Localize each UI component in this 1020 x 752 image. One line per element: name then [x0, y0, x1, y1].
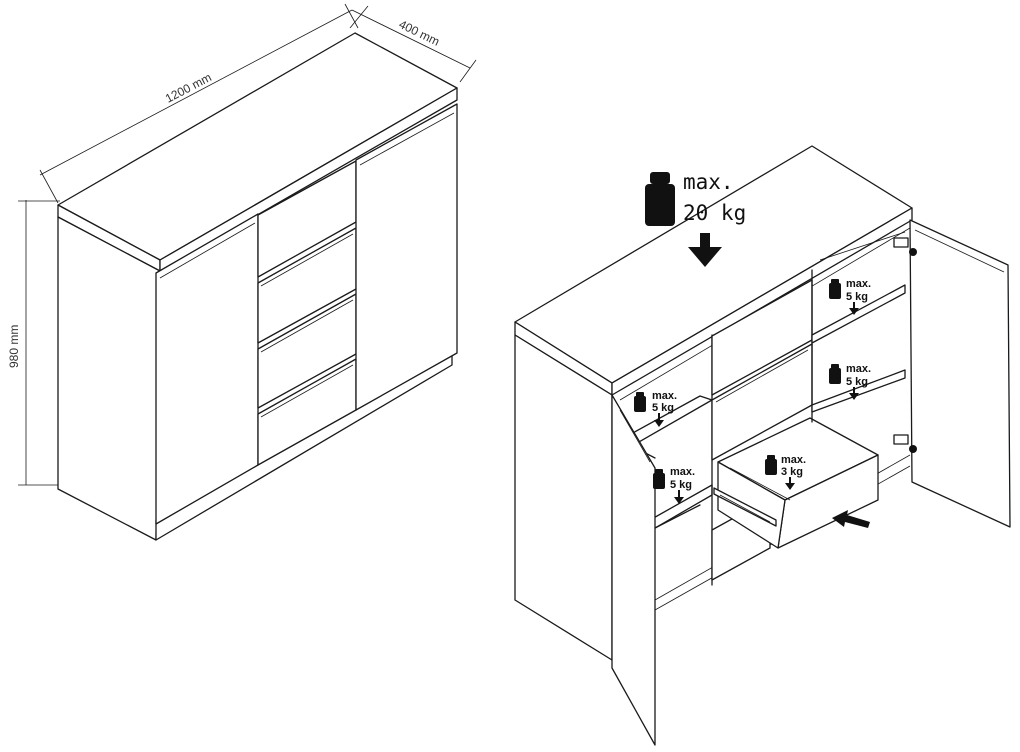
- arrow-down-icon: [849, 387, 859, 400]
- drawer-load: max. 3 kg: [765, 454, 806, 490]
- weight-icon: [829, 279, 841, 299]
- drawer-max: max.: [781, 454, 806, 466]
- open-sideboard: [514, 145, 1011, 746]
- weight-icon: [829, 364, 841, 384]
- shelf-left-lower-load: max. 5 kg: [653, 466, 695, 504]
- weight-icon: [634, 392, 646, 412]
- arrow-down-icon: [785, 477, 795, 490]
- shelf-left-lower-max: max.: [670, 466, 695, 478]
- weight-icon: [653, 469, 665, 489]
- open-left-door: [611, 394, 656, 746]
- arrow-down-icon: [654, 413, 664, 427]
- top-load-label: max. 20 kg: [645, 170, 746, 267]
- drawer-stack: [257, 160, 357, 466]
- shelf-right-upper-load: max. 5 kg: [829, 278, 871, 315]
- shelf-left-upper-load: max. 5 kg: [634, 390, 677, 427]
- shelf-right-lower-load: max. 5 kg: [829, 363, 871, 400]
- arrow-down-icon: [688, 233, 722, 267]
- hinge-icon: [893, 237, 917, 453]
- weight-icon: [645, 172, 675, 226]
- top-load-max: max.: [683, 170, 734, 194]
- shelf-left-upper-max: max.: [652, 390, 677, 402]
- open-right-door: [909, 219, 1011, 528]
- top-load-weight: 20 kg: [683, 201, 746, 225]
- push-arrow-icon: [832, 510, 870, 528]
- shelf-left-lower-weight: 5 kg: [670, 479, 692, 491]
- right-door: [355, 103, 458, 411]
- open-drawer: [713, 417, 879, 549]
- shelf-right-upper-weight: 5 kg: [846, 291, 868, 303]
- weight-icon: [765, 455, 777, 475]
- height-dimension: 980 mm: [7, 200, 60, 486]
- shelf-right-lower-weight: 5 kg: [846, 376, 868, 388]
- arrow-down-icon: [674, 490, 684, 504]
- drawer-weight: 3 kg: [781, 466, 803, 478]
- shelf-right-lower-max: max.: [846, 363, 871, 375]
- width-label: 1200 mm: [163, 70, 214, 106]
- arrow-down-icon: [849, 302, 859, 315]
- height-label: 980 mm: [7, 325, 21, 368]
- shelf-left-upper-weight: 5 kg: [652, 402, 674, 414]
- depth-label: 400 mm: [397, 17, 442, 49]
- closed-sideboard: 1200 mm 400 mm 980 mm: [7, 3, 477, 541]
- shelf-right-upper-max: max.: [846, 278, 871, 290]
